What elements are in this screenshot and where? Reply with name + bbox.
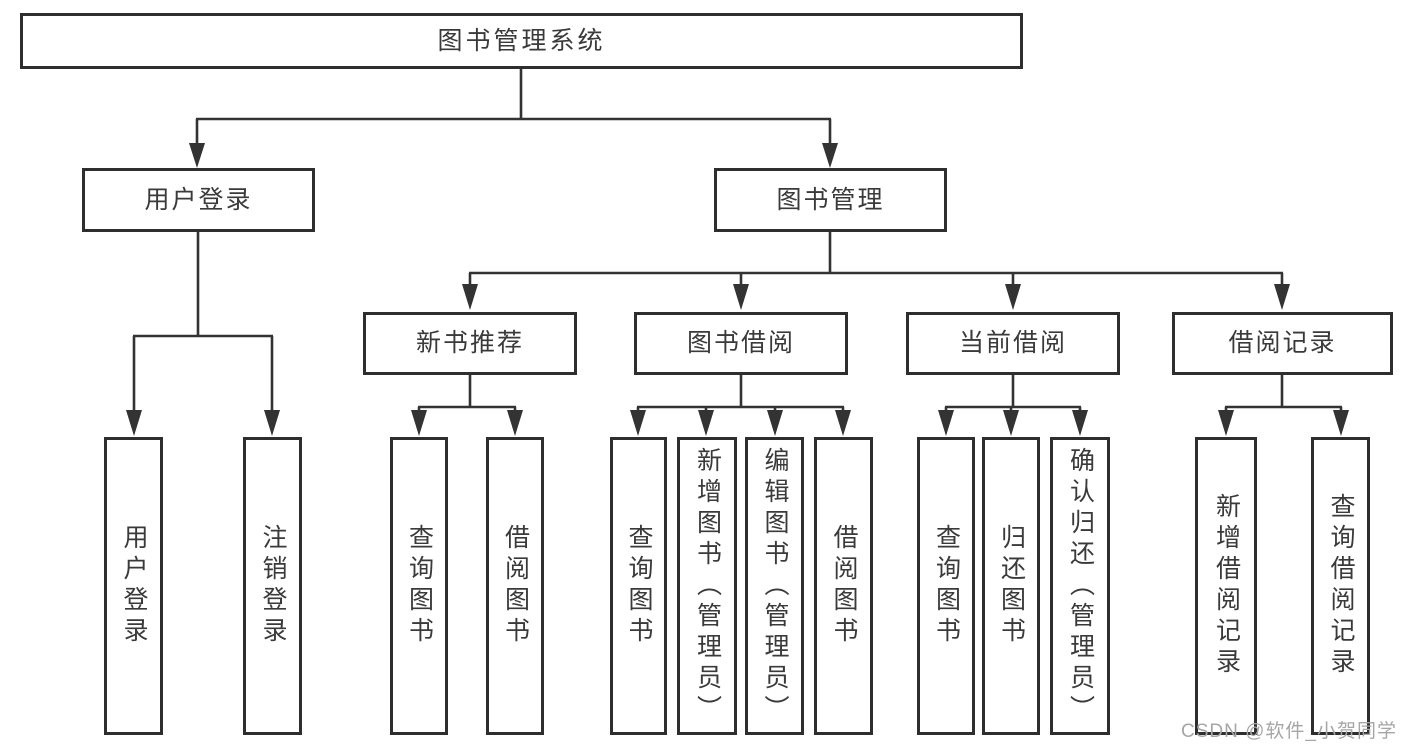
node-user-login: 用户登录 [82,168,315,232]
leaf-return-books: 归还图书 [982,437,1040,735]
leaf-query-books-borrowing: 查询图书 [610,437,667,735]
leaf-borrow-books-recommend: 借阅图书 [486,437,544,735]
leaf-query-borrow-record: 查询借阅记录 [1311,437,1370,735]
leaf-borrow-books: 借阅图书 [814,437,873,735]
leaf-query-books-current: 查询图书 [917,437,975,735]
node-book-management: 图书管理 [714,168,947,232]
leaf-query-books-recommend: 查询图书 [390,437,448,735]
node-library-system: 图书管理系统 [20,13,1023,69]
csdn-watermark: CSDN @软件_小贺同学 [1181,721,1397,742]
node-borrow-records: 借阅记录 [1172,312,1393,375]
leaf-logout: 注销登录 [243,437,302,735]
leaf-add-borrow-record: 新增借阅记录 [1195,437,1257,735]
leaf-edit-book-admin: 编辑图书（管理员） [745,437,804,735]
leaf-confirm-return-admin: 确认归还（管理员） [1050,437,1110,735]
node-new-book-recommend: 新书推荐 [363,312,577,375]
leaf-add-book-admin: 新增图书（管理员） [677,437,737,735]
leaf-user-login: 用户登录 [104,437,163,735]
node-current-borrowing: 当前借阅 [906,312,1120,375]
node-book-borrowing: 图书借阅 [634,312,848,375]
